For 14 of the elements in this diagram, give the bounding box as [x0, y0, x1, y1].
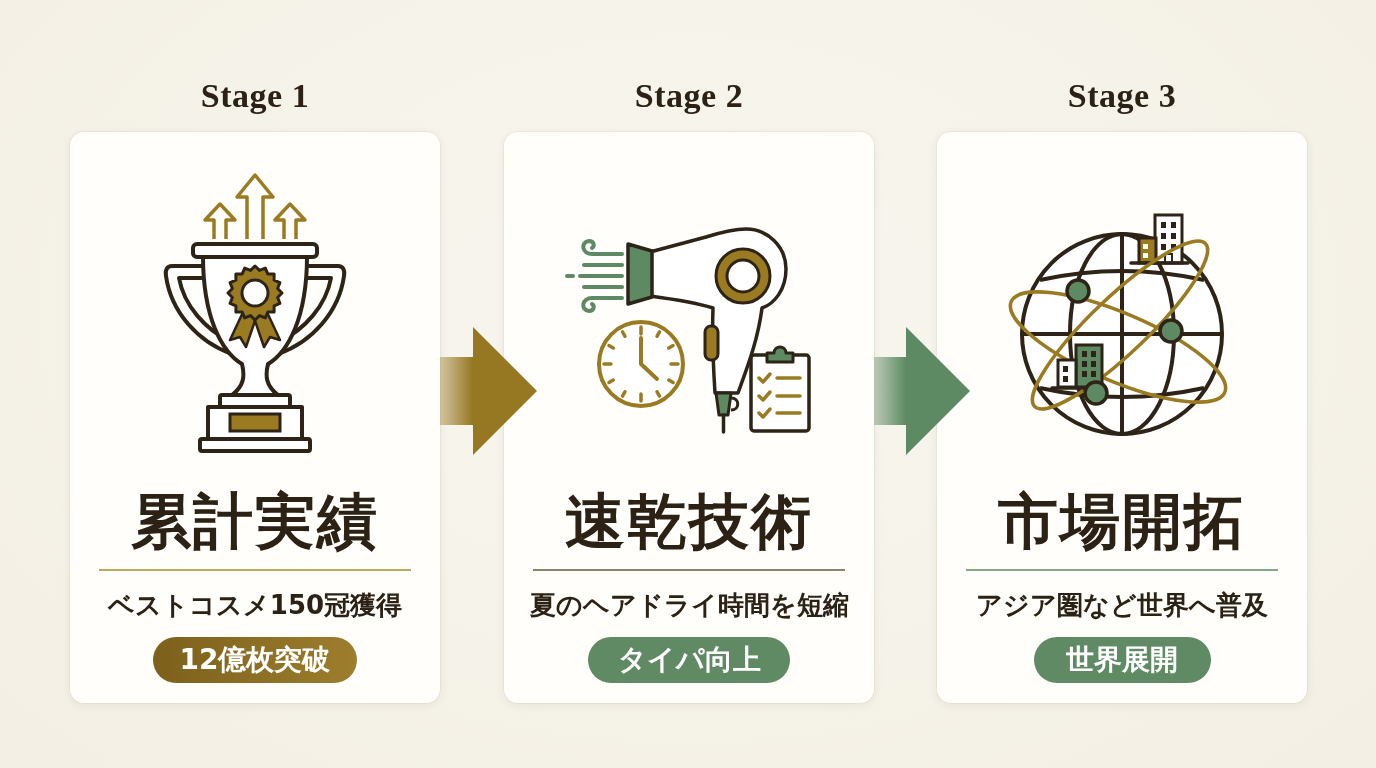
stage-heading: Stage 3	[1067, 76, 1177, 116]
stat-badge: 世界展開	[1033, 637, 1211, 683]
stat-badge: タイパ向上	[588, 637, 790, 683]
stage-description: 夏のヘアドライ時間を短縮	[529, 590, 849, 620]
stage-title: 市場開拓	[998, 489, 1246, 555]
stage-title: 速乾技術	[565, 489, 813, 555]
stage-description: アジア圏など世界へ普及	[976, 590, 1268, 620]
stage-title: 累計実績	[131, 489, 379, 555]
stat-badge: 12億枚突破	[153, 637, 357, 683]
stage-heading: Stage 1	[200, 76, 310, 116]
arrow	[440, 327, 537, 455]
stage-heading: Stage 2	[634, 76, 744, 116]
stage-description: ベストコスメ150冠獲得	[107, 590, 403, 620]
arrow	[874, 327, 970, 455]
